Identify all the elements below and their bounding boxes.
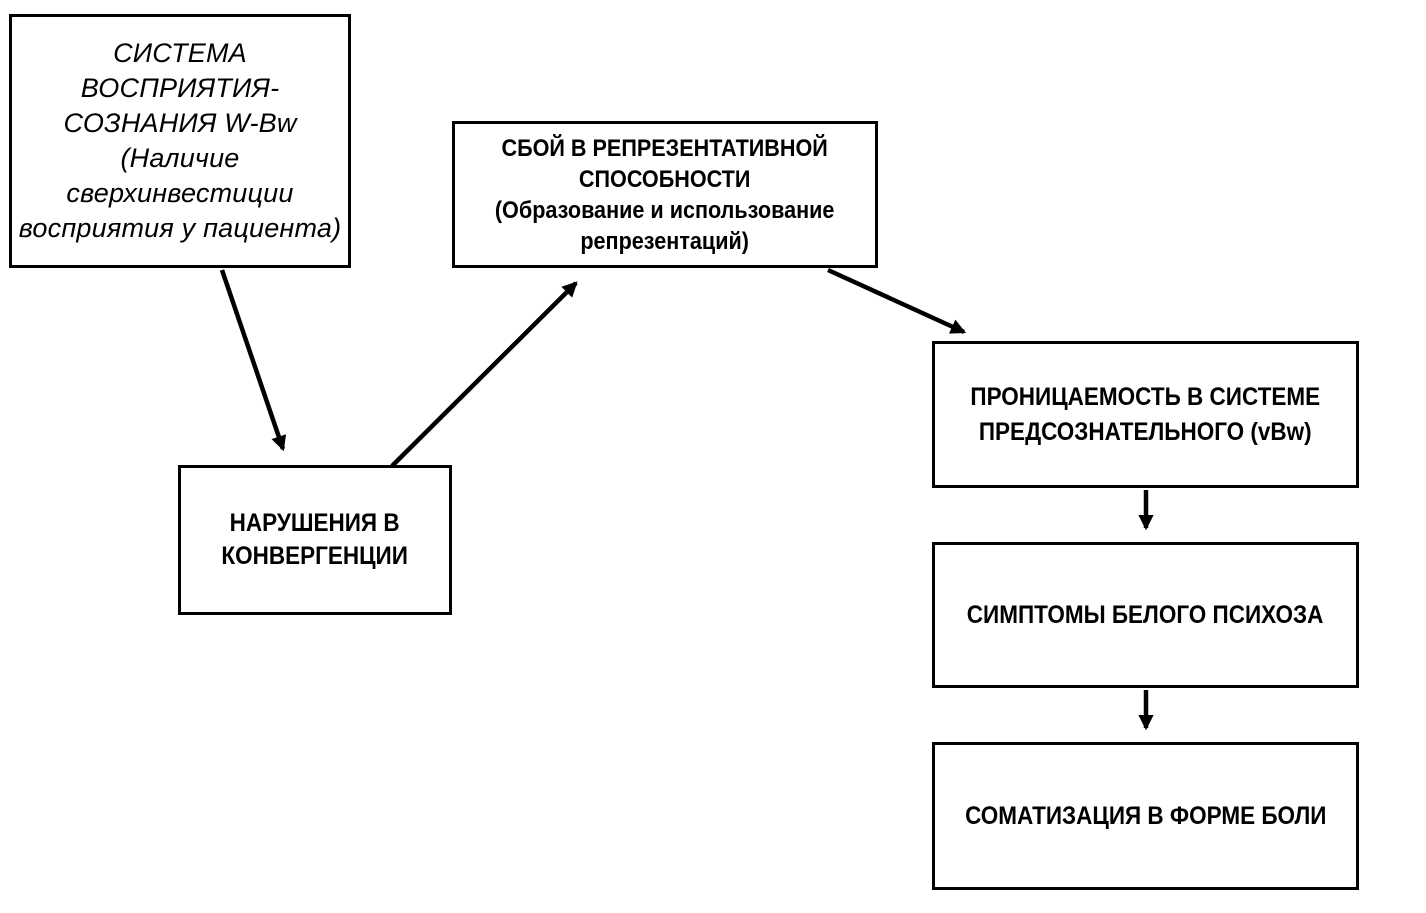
arrow-convergence-to-representation — [390, 281, 578, 468]
node-perception-consciousness-system: СИСТЕМА ВОСПРИЯТИЯ- СОЗНАНИЯ W-Bw (Налич… — [9, 14, 351, 268]
arrow-representation-to-permeability — [827, 267, 967, 335]
node-label: ПРОНИЦАЕМОСТЬ В СИСТЕМЕ ПРЕДСОЗНАТЕЛЬНОГ… — [970, 382, 1321, 446]
node-white-psychosis-symptoms: СИМПТОМЫ БЕЛОГО ПСИХОЗА — [932, 542, 1359, 688]
node-label: СОМАТИЗАЦИЯ В ФОРМЕ БОЛИ — [964, 802, 1327, 830]
node-representation-failure: СБОЙ В РЕПРЕЗЕНТАТИВНОЙ СПОСОБНОСТИ (Обр… — [452, 121, 878, 268]
node-label: НАРУШЕНИЯ В КОНВЕРГЕНЦИИ — [221, 509, 409, 570]
node-convergence-disturbance: НАРУШЕНИЯ В КОНВЕРГЕНЦИИ — [178, 465, 452, 615]
node-label: СИМПТОМЫ БЕЛОГО ПСИХОЗА — [967, 601, 1324, 629]
node-preconscious-permeability: ПРОНИЦАЕМОСТЬ В СИСТЕМЕ ПРЕДСОЗНАТЕЛЬНОГ… — [932, 341, 1359, 488]
arrow-system-to-convergence — [219, 269, 287, 452]
node-pain-somatization: СОМАТИЗАЦИЯ В ФОРМЕ БОЛИ — [932, 742, 1359, 890]
node-label: СИСТЕМА ВОСПРИЯТИЯ- СОЗНАНИЯ W-Bw (Налич… — [18, 38, 342, 243]
node-label: СБОЙ В РЕПРЕЗЕНТАТИВНОЙ СПОСОБНОСТИ (Обр… — [495, 134, 835, 255]
